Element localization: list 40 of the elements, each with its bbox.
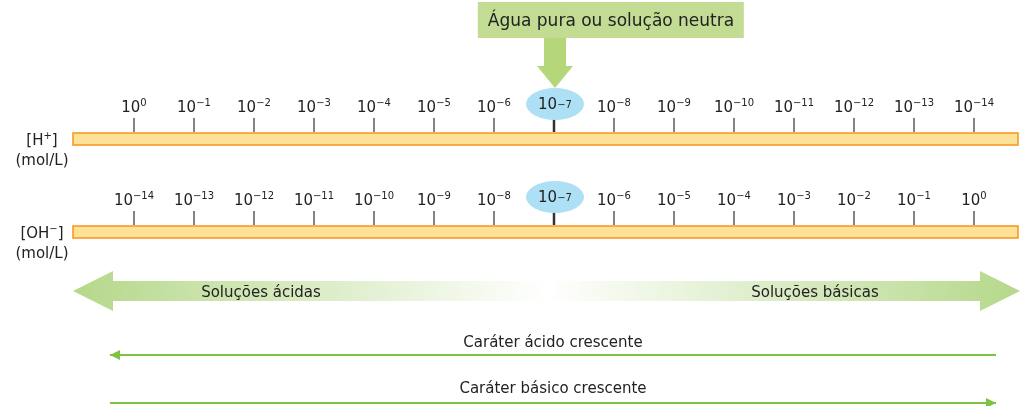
tick-label: 10$^{−12}$ xyxy=(833,96,875,116)
tick-label: 10$^{−11}$ xyxy=(293,189,335,209)
tick-label: 10$^{−6}$ xyxy=(477,96,511,116)
tick-label: 10$^{−4}$ xyxy=(717,189,751,209)
axis-label: [OH$^{−}$] xyxy=(20,222,64,242)
axis-label: [H$^{+}$] xyxy=(26,129,58,149)
tick-label: 10$^{−2}$ xyxy=(237,96,271,116)
arrow xyxy=(537,38,573,88)
tick-label: 10$^{0}$ xyxy=(121,96,147,116)
trend-label: Caráter ácido crescente xyxy=(463,333,643,351)
tick-label: 10$^{−3}$ xyxy=(777,189,811,209)
tick-label: 10$^{−9}$ xyxy=(657,96,691,116)
tick-label: 10$^{−6}$ xyxy=(597,189,631,209)
highlight-ellipse: 10$^{−7}$ xyxy=(526,88,584,120)
tick-label: 10$^{−8}$ xyxy=(477,189,511,209)
tick-label: 10$^{0}$ xyxy=(961,189,987,209)
tick-label: 10$^{−10}$ xyxy=(353,189,395,209)
tick-label: 10$^{−1}$ xyxy=(177,96,211,116)
unit-label: (mol/L) xyxy=(15,151,69,169)
label-box: Água pura ou solução neutra xyxy=(477,2,745,38)
tick-label: 10$^{−5}$ xyxy=(657,189,691,209)
tick-label: 10$^{−9}$ xyxy=(417,189,451,209)
tick-label: 10$^{−13}$ xyxy=(173,189,215,209)
tick-label: 10$^{−1}$ xyxy=(897,189,931,209)
tick-label: 10$^{−4}$ xyxy=(357,96,391,116)
trend-label: Caráter básico crescente xyxy=(459,379,647,397)
tick-label: 10$^{−13}$ xyxy=(893,96,935,116)
tick-label: 10$^{−14}$ xyxy=(953,96,995,116)
tick-label: 10$^{−14}$ xyxy=(113,189,155,209)
tick-label: 10$^{−11}$ xyxy=(773,96,815,116)
region-label: Soluções básicas xyxy=(751,283,879,301)
region-label: Soluções ácidas xyxy=(201,283,321,301)
tick-label: 10$^{−10}$ xyxy=(713,96,755,116)
tick-label: 10$^{−3}$ xyxy=(297,96,331,116)
unit-label: (mol/L) xyxy=(15,244,69,262)
tick-label: 10$^{−2}$ xyxy=(837,189,871,209)
tick-label: 10$^{−12}$ xyxy=(233,189,275,209)
highlight-ellipse: 10$^{−7}$ xyxy=(526,181,584,213)
tick-label: 10$^{−5}$ xyxy=(417,96,451,116)
tick-label: 10$^{−8}$ xyxy=(597,96,631,116)
